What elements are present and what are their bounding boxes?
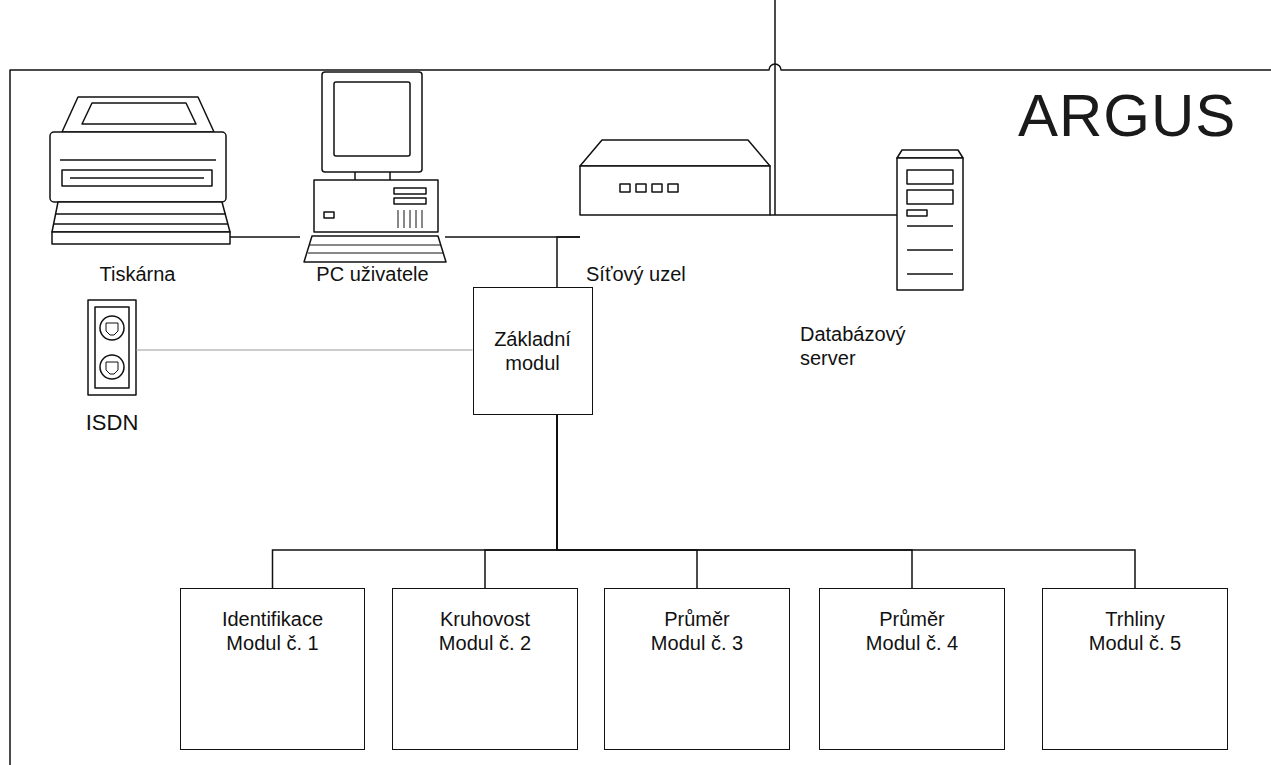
- connector: [557, 415, 912, 588]
- module-box: Trhliny Modul č. 5: [1042, 588, 1228, 750]
- server-icon: [897, 150, 963, 290]
- module-label: Kruhovost Modul č. 2: [428, 607, 542, 655]
- uplink-line: [774, 0, 776, 215]
- module-label: Trhliny Modul č. 5: [1078, 607, 1192, 655]
- device-label: Databázový server: [800, 322, 930, 370]
- connector: [557, 415, 1135, 588]
- connector: [770, 214, 897, 216]
- connector: [136, 349, 473, 350]
- isdn-node: ISDN: [88, 300, 136, 395]
- device-label: Síťový uzel: [586, 262, 686, 286]
- module-box: Průměr Modul č. 4: [819, 588, 1005, 750]
- network-node-icon: [580, 140, 770, 215]
- connector: [557, 415, 697, 588]
- module-label: Průměr Modul č. 4: [855, 607, 969, 655]
- module-label: Průměr Modul č. 3: [640, 607, 754, 655]
- network-node: Síťový uzel: [580, 135, 770, 240]
- pc-icon: [304, 72, 446, 262]
- connector: [485, 415, 557, 588]
- server-node: Databázový server: [897, 150, 963, 290]
- connector: [557, 237, 580, 287]
- base-module-box: Základní modul: [473, 287, 593, 415]
- connector: [273, 415, 558, 588]
- frame-line: [10, 64, 1271, 765]
- device-label: Tiskárna: [100, 262, 176, 286]
- module-box: Kruhovost Modul č. 2: [392, 588, 578, 750]
- module-label: Identifikace Modul č. 1: [216, 607, 330, 655]
- connector: [230, 236, 300, 238]
- printer-icon: [50, 97, 230, 244]
- module-label: Základní modul: [483, 327, 583, 375]
- device-label: PC uživatele: [316, 262, 428, 286]
- isdn-socket-icon: [88, 300, 136, 395]
- module-box: Průměr Modul č. 3: [604, 588, 790, 750]
- printer-node: Tiskárna: [45, 95, 230, 245]
- diagram-title: ARGUS: [1018, 86, 1236, 146]
- device-label: ISDN: [86, 410, 139, 436]
- module-box: Identifikace Modul č. 1: [180, 588, 365, 750]
- pc-node: PC uživatele: [300, 70, 445, 265]
